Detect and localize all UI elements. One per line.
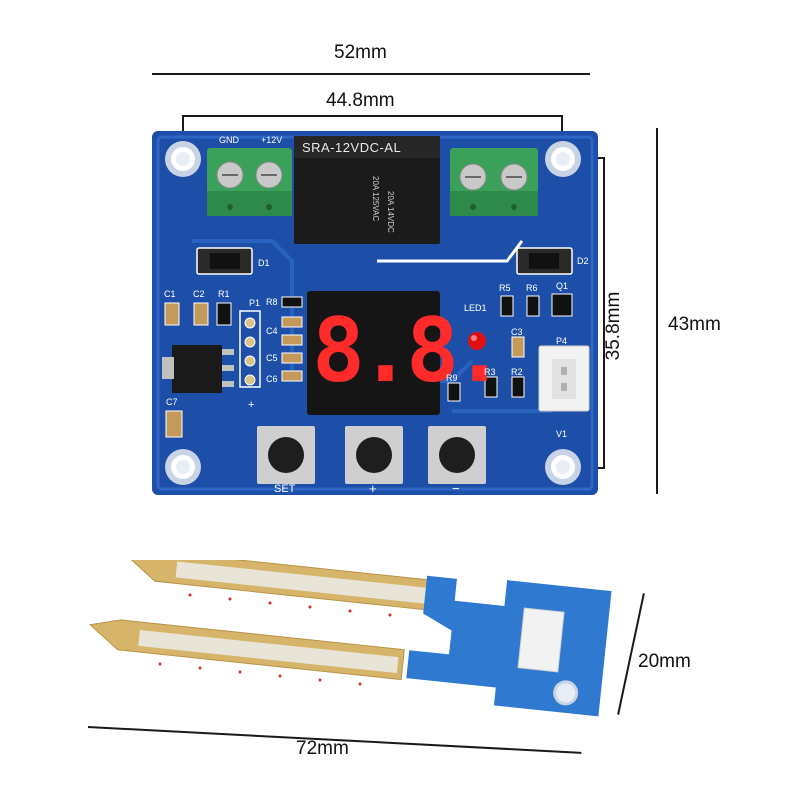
minus-button[interactable] [428, 426, 486, 484]
board-height-label: 43mm [668, 314, 721, 335]
label-c2: C2 [193, 289, 205, 299]
label-q1: Q1 [556, 281, 569, 291]
label-plus: + [369, 481, 377, 496]
board-width-label: 52mm [334, 42, 387, 63]
probe-width-label: 20mm [638, 651, 691, 672]
label-plus-pin: + [248, 399, 255, 411]
pcb-board-art [152, 131, 598, 495]
button-minus-art [428, 426, 486, 484]
label-r1: R1 [218, 289, 230, 299]
label-c7: C7 [166, 397, 178, 407]
label-d1: D1 [258, 258, 270, 268]
plus-button[interactable] [345, 426, 403, 484]
label-r9: R9 [446, 373, 458, 383]
probe-length-label: 72mm [296, 738, 349, 759]
board-height-line [656, 128, 658, 494]
label-r5: R5 [499, 283, 511, 293]
label-d2: D2 [577, 256, 589, 266]
label-r6: R6 [526, 283, 538, 293]
relay-rating-1: 20A 14VDC [386, 191, 395, 233]
soil-probe [80, 550, 620, 720]
relay-rating-2: 20A 125VAC [371, 176, 380, 222]
mount-hole-bottom-right [545, 449, 581, 485]
label-r2: R2 [511, 367, 523, 377]
label-c6: C6 [266, 374, 278, 384]
label-p1: P1 [249, 298, 261, 308]
label-c1: C1 [164, 289, 176, 299]
button-plus-art [345, 426, 403, 484]
label-r3: R3 [484, 367, 496, 377]
soil-probe-art [89, 550, 612, 717]
label-minus: − [452, 481, 460, 496]
mount-hole-top-right [545, 141, 581, 177]
mount-hole-top-left [165, 141, 201, 177]
label-12v: +12V [261, 135, 283, 145]
hole-spacing-x-line [183, 115, 563, 117]
label-c4: C4 [266, 326, 278, 336]
hole-spacing-y-line [603, 157, 605, 468]
label-c3: C3 [511, 327, 523, 337]
board-width-line [152, 73, 590, 75]
label-c5: C5 [266, 353, 278, 363]
label-led1: LED1 [464, 303, 487, 313]
label-p4: P4 [556, 336, 568, 346]
label-set: SET [274, 483, 296, 495]
label-v1: V1 [556, 429, 568, 439]
display-value: 8.8. [312, 299, 506, 402]
relay-model-text: SRA-12VDC-AL [302, 140, 402, 155]
set-button[interactable] [257, 426, 315, 484]
hole-spacing-x-label: 44.8mm [326, 90, 395, 111]
label-gnd: GND [219, 135, 239, 145]
button-set-art [257, 426, 315, 484]
pcb-board: SRA-12VDC-AL 20A 14VDC 20A 125VAC 8.8. G… [152, 131, 598, 496]
label-r8: R8 [266, 297, 278, 307]
mount-hole-bottom-left [165, 449, 201, 485]
hole-spacing-y-label: 35.8mm [603, 291, 624, 361]
